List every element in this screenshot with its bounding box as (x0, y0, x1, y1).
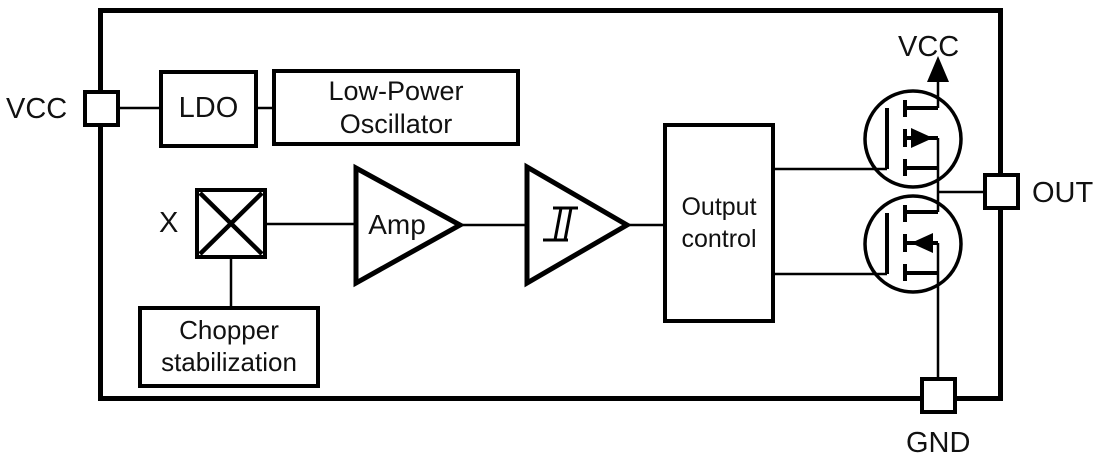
pmos-arrow-icon (911, 128, 933, 148)
output-control-label-line2: control (681, 225, 757, 253)
wires (119, 78, 995, 385)
oscillator-label-line2: Oscillator (339, 108, 453, 139)
amp-label: Amp (368, 209, 426, 240)
oscillator-label-line1: Low-Power (328, 75, 464, 106)
output-control-block: Output control (663, 123, 775, 323)
chopper-block: Chopper stabilization (138, 306, 320, 388)
vcc-pin (83, 90, 120, 127)
nmos-arrow-icon (911, 233, 933, 253)
mixer-x-input-label: X (159, 207, 179, 239)
mixer-x-icon (198, 191, 264, 256)
out-label: OUT (1032, 177, 1094, 209)
pmos-symbol (863, 89, 963, 189)
nmos-circle (863, 194, 963, 294)
vcc-top-label: VCC (898, 31, 960, 63)
ldo-label: LDO (178, 92, 239, 125)
amp-triangle (353, 163, 466, 288)
vcc-left-label: VCC (6, 93, 68, 125)
vcc-arrow-icon (927, 56, 949, 82)
ldo-block: LDO (159, 70, 258, 148)
gnd-pin (920, 377, 957, 414)
pmos-circle (863, 89, 963, 189)
hysteresis-icon (543, 206, 578, 242)
chopper-label-line1: Chopper (179, 315, 279, 346)
out-pin (983, 173, 1020, 210)
chopper-label-line2: stabilization (161, 347, 297, 377)
mixer-block (195, 188, 267, 259)
schmitt-trigger-triangle (524, 162, 632, 288)
nmos-symbol (863, 194, 963, 294)
gnd-label: GND (906, 427, 971, 459)
oscillator-block: Low-Power Oscillator (272, 69, 520, 146)
output-control-label-line1: Output (681, 192, 757, 221)
